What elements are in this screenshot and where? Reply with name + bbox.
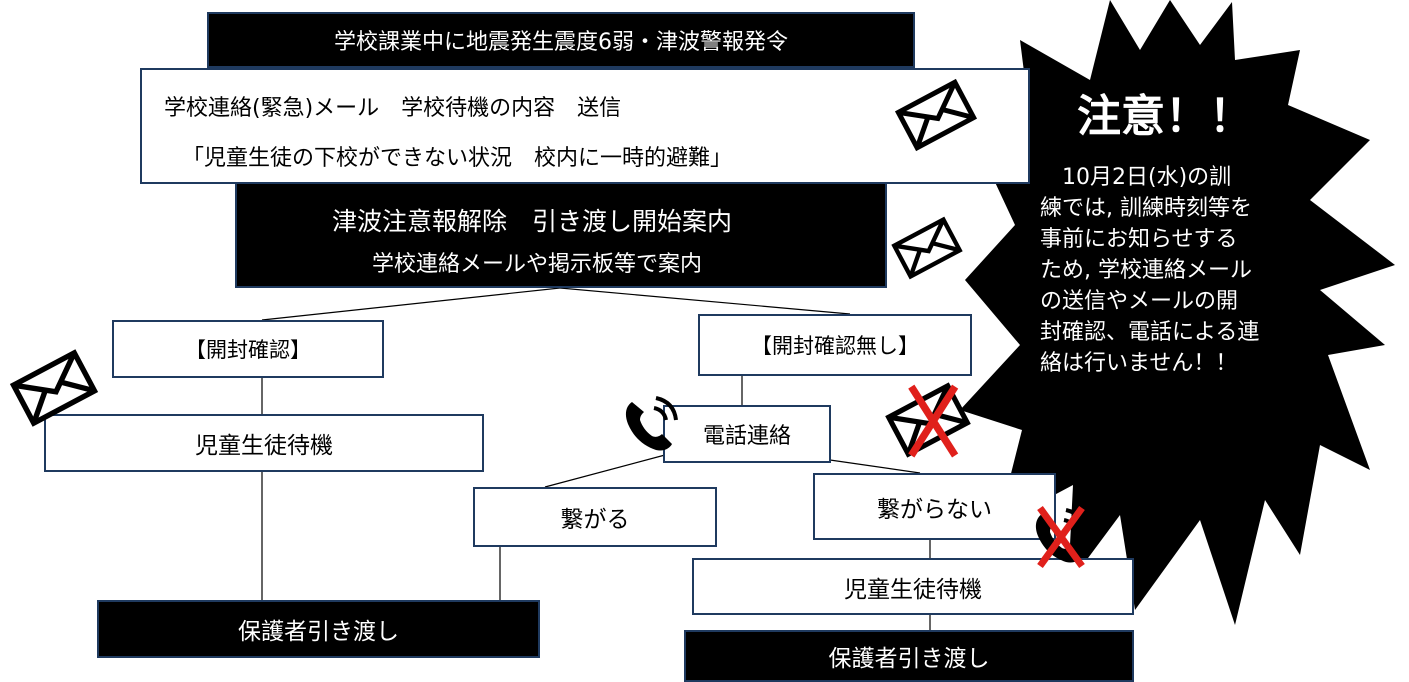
handover-right-label: 保護者引き渡し [828,646,990,672]
envelope-icon [894,78,978,152]
connector-phone-notconnected [829,459,921,474]
header-title-box: 学校課業中に地震発生震度6弱・津波警報発令 [207,12,915,68]
release-box: 津波注意報解除 引き渡し開始案内 学校連絡メールや掲示板等で案内 [235,182,887,288]
not-connected-label: 繋がらない [877,496,992,523]
connected-box: 繋がる [473,487,717,547]
crossed-phone-icon [1035,505,1088,569]
caution-line: ため, 学校連絡メール [1040,258,1252,283]
handover-right-box: 保護者引き渡し [684,630,1134,682]
mail-notice-line2: 「児童生徒の下校ができない状況 校内に一時的避難」 [182,146,733,171]
standby-left-label: 児童生徒待機 [195,433,333,459]
release-line1: 津波注意報解除 引き渡し開始案内 [332,207,733,236]
standby-left-box: 児童生徒待機 [44,414,484,472]
envelope-icon [891,216,963,280]
caution-line: の送信やメールの開 [1040,289,1239,314]
envelope-icon [9,349,99,427]
mail-notice-line1: 学校連絡(緊急)メール 学校待機の内容 送信 [164,96,622,121]
not-confirmed-box: 【開封確認無し】 [698,314,972,376]
standby-right-label: 児童生徒待機 [844,576,982,603]
caution-line: 絡は行いません！！ [1040,351,1238,376]
handover-left-box: 保護者引き渡し [97,600,540,658]
header-title: 学校課業中に地震発生震度6弱・津波警報発令 [334,30,788,55]
caution-notice: 注意！！ 10月2日(水)の訓 練では, 訓練時刻等を 事前にお知らせする ため… [1040,80,1300,379]
connector-release-left [261,287,561,321]
connected-label: 繋がる [560,507,630,533]
warning-starburst [960,0,1395,625]
not-confirmed-label: 【開封確認無し】 [751,334,919,358]
caution-line: 練では, 訓練時刻等を [1040,196,1252,221]
confirmed-label: 【開封確認】 [185,338,311,362]
confirmed-box: 【開封確認】 [112,320,384,378]
not-connected-box: 繋がらない [813,473,1056,540]
caution-line: 10月2日(水)の訓 [1040,165,1232,190]
mail-notice-box: 学校連絡(緊急)メール 学校待機の内容 送信 「児童生徒の下校ができない状況 校… [140,68,1030,184]
phone-contact-label: 電話連絡 [702,424,791,449]
crossed-envelope-icon [885,382,971,458]
connector-phone-connected [544,454,666,488]
standby-right-box: 児童生徒待機 [692,558,1134,615]
caution-line: 封確認、電話による連 [1040,320,1260,345]
handover-left-label: 保護者引き渡し [238,619,399,645]
release-line2: 学校連絡メールや掲示板等で案内 [372,252,703,277]
caution-title: 注意！！ [1077,91,1253,142]
caution-line: 事前にお知らせする [1040,227,1238,252]
phone-contact-box: 電話連絡 [663,405,831,463]
connector-release-right [559,287,851,315]
phone-icon [625,396,678,451]
